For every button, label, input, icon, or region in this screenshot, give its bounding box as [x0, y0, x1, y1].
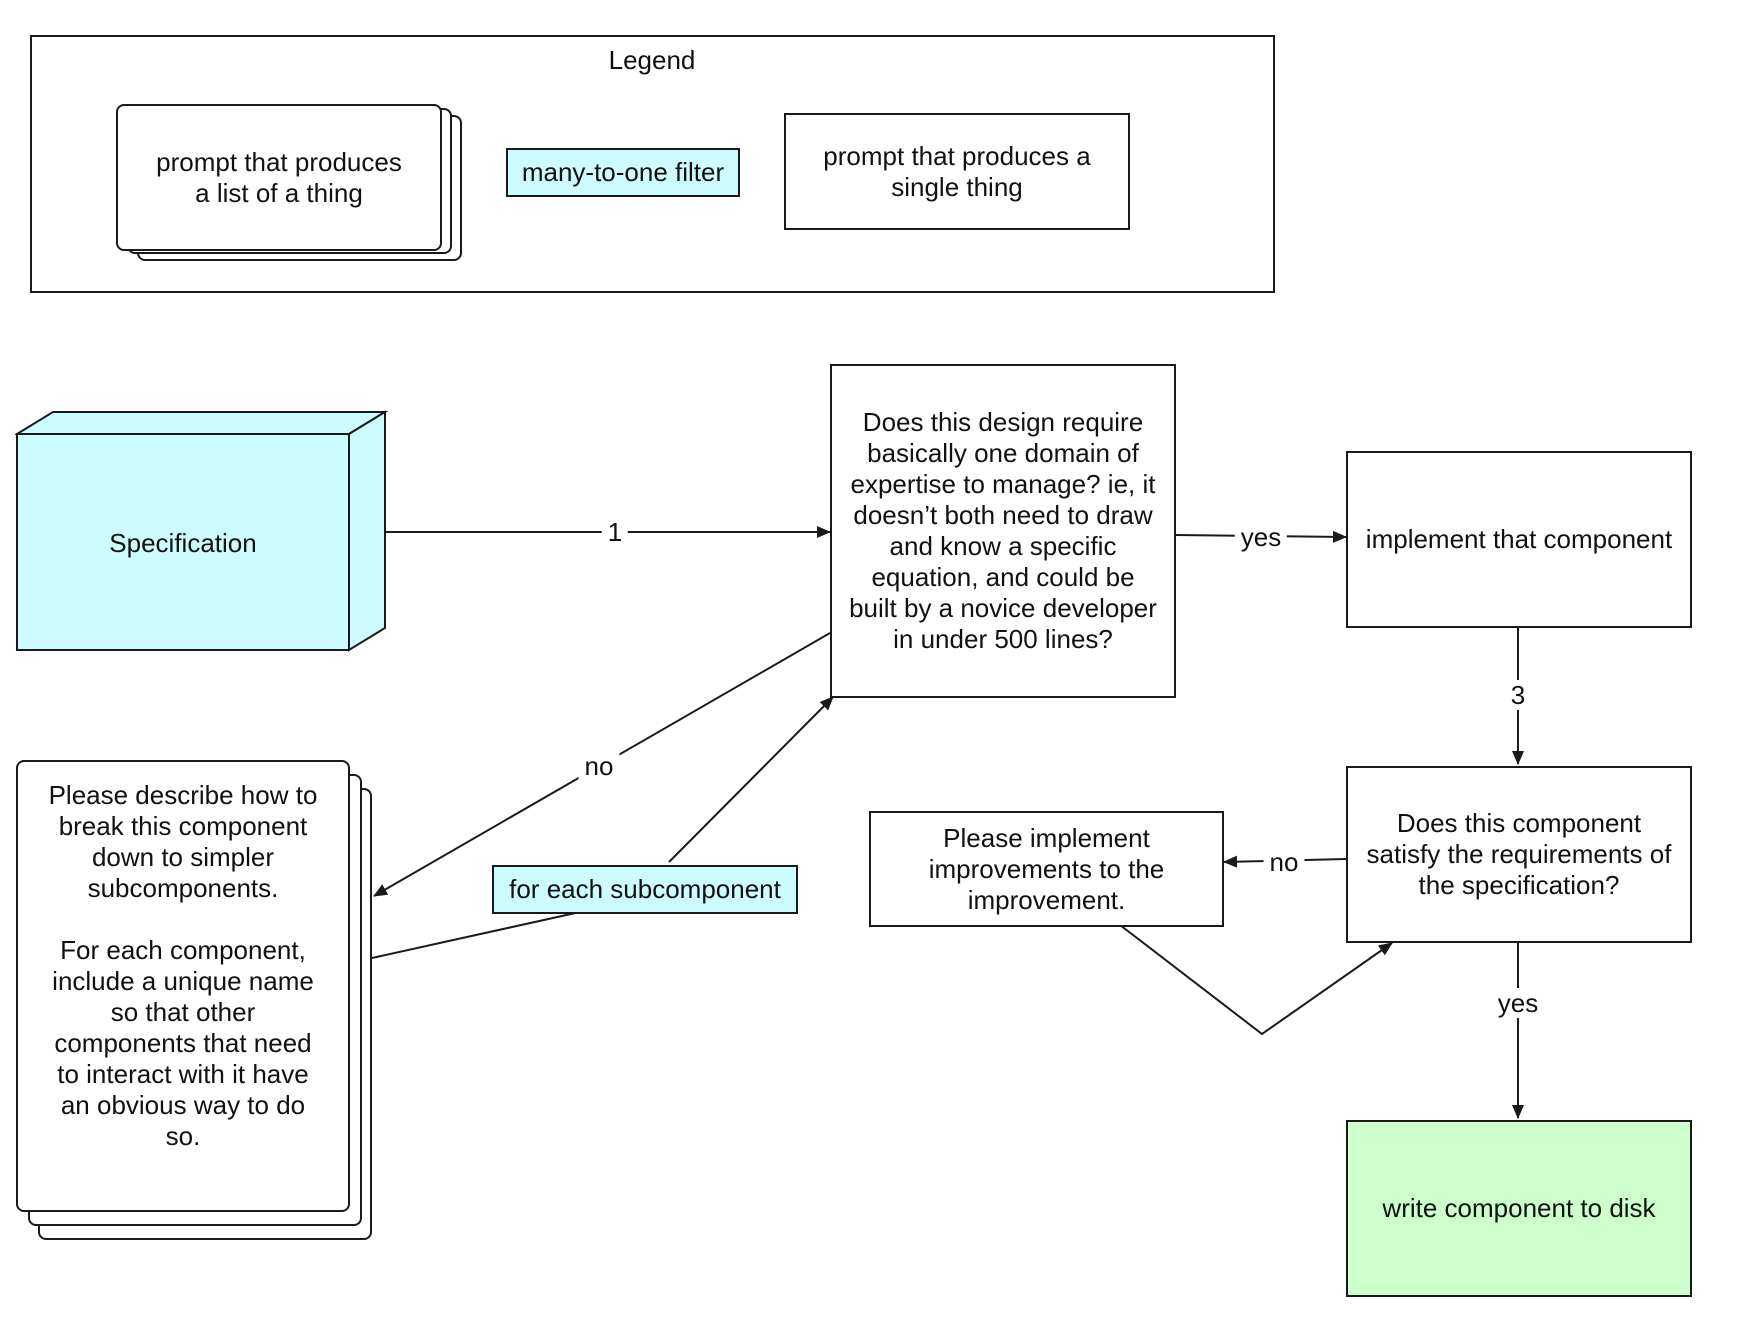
edge-improve-to-satisfy — [1119, 924, 1393, 1036]
edge-label-yes-implement: yes — [1234, 522, 1288, 552]
edge-label-1: 1 — [601, 517, 629, 547]
legend-single-prompt: prompt that produces a single thing — [784, 113, 1130, 230]
legend-title: Legend — [608, 45, 696, 75]
edge-label-no-breakdown: no — [578, 751, 620, 781]
domain-question-box: Does this design require basically one d… — [830, 364, 1176, 698]
satisfy-question-box: Does this component satisfy the requirem… — [1346, 766, 1692, 943]
for-each-subcomponent-filter: for each subcomponent — [492, 865, 798, 914]
improve-prompt-box: Please implement improvements to the imp… — [869, 811, 1224, 927]
implement-component-box: implement that component — [1346, 451, 1692, 628]
breakdown-prompt-box: Please describe how to break this compon… — [16, 760, 350, 1212]
specification-label: Specification — [109, 527, 257, 558]
legend-filter: many-to-one filter — [506, 148, 740, 197]
write-to-disk-box: write component to disk — [1346, 1120, 1692, 1297]
specification-cube — [15, 410, 389, 652]
edge-label-yes-disk: yes — [1491, 988, 1545, 1018]
legend-list-prompt: prompt that produces a list of a thing — [116, 104, 442, 251]
edge-foreach-to-question — [668, 696, 834, 863]
edge-label-no-improve: no — [1263, 847, 1305, 877]
edge-breakdown-to-foreach — [371, 911, 581, 959]
edge-label-3: 3 — [1504, 680, 1532, 710]
